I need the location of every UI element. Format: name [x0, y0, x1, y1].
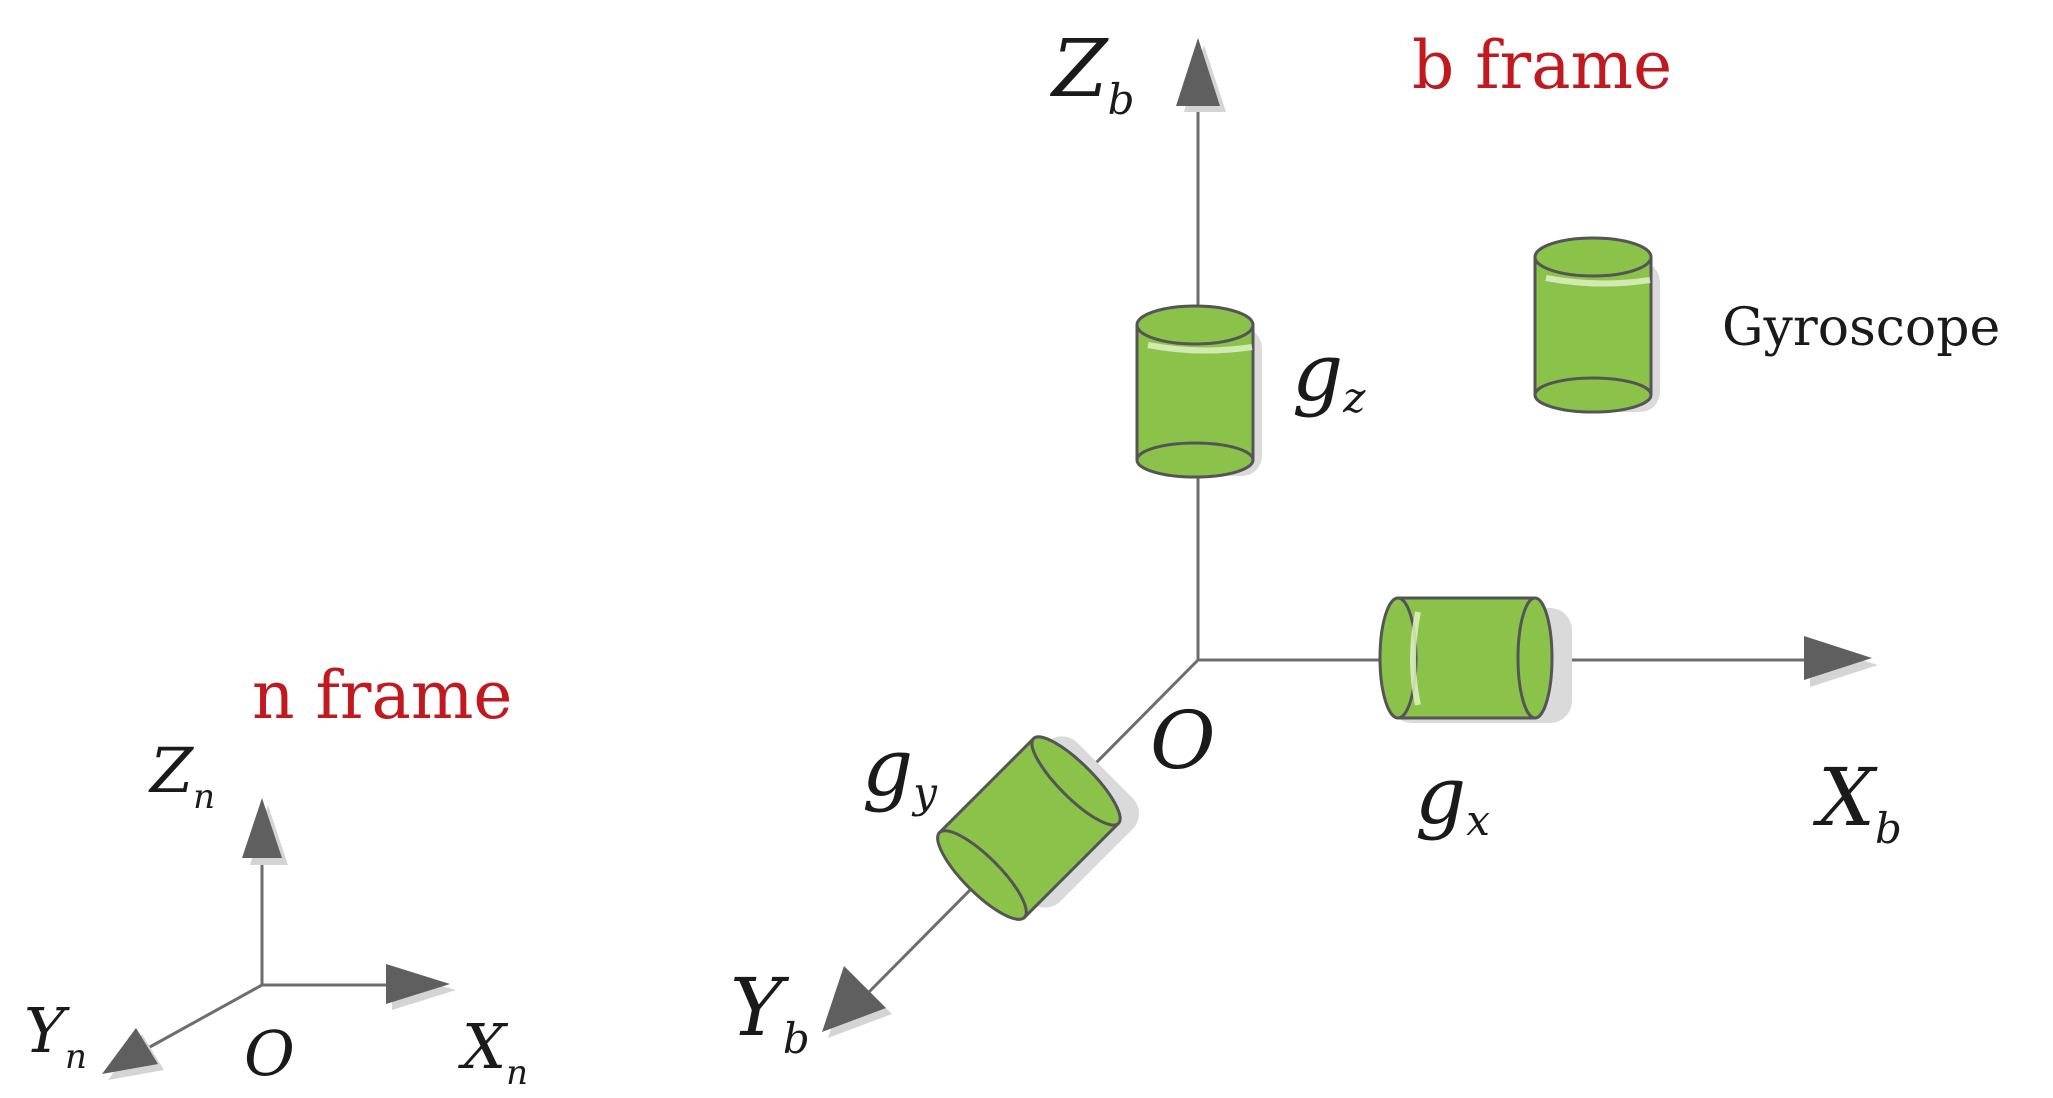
gz-highlight — [1147, 342, 1253, 354]
gx-body — [1396, 596, 1554, 720]
legend-top-cap — [1533, 236, 1653, 278]
gx-label: gx — [1415, 749, 1490, 845]
b-z-sub: b — [1108, 75, 1135, 124]
n-origin-label: O — [244, 1017, 295, 1090]
b-z-letter: Z — [1049, 22, 1109, 115]
b-z-arrow-head — [1176, 38, 1220, 106]
gx-right-edge — [1516, 596, 1536, 720]
b-frame-title: b frame — [1412, 27, 1672, 104]
gx-sub: x — [1466, 796, 1490, 845]
n-y-sub: n — [65, 1037, 87, 1077]
n-z-label: Zn — [148, 734, 215, 817]
b-origin-label: O — [1150, 694, 1216, 787]
n-z-sub: n — [193, 777, 215, 817]
gyroscope-gz — [1135, 304, 1262, 479]
gy-sub: y — [911, 768, 938, 817]
n-x-label: Xn — [458, 1010, 528, 1093]
b-y-letter: Y — [730, 961, 790, 1054]
n-x-letter: X — [458, 1010, 509, 1083]
legend-highlight — [1545, 275, 1651, 287]
gx-highlight — [1410, 611, 1421, 706]
n-frame-axes — [102, 798, 456, 1080]
gyroscope-gy — [936, 735, 1140, 921]
n-x-sub: n — [506, 1053, 528, 1093]
b-x-letter: X — [1812, 751, 1878, 844]
gy-right-edge — [1030, 737, 1120, 827]
gyroscope-gx — [1378, 596, 1572, 723]
legend-bottom-edge — [1533, 376, 1653, 396]
n-x-arrow-head — [386, 964, 450, 1004]
legend-label: Gyroscope — [1722, 298, 2000, 358]
b-y-arrow-head — [822, 966, 886, 1032]
gz-body — [1135, 323, 1255, 479]
n-y-axis — [147, 983, 263, 1050]
gy-label: gy — [862, 721, 938, 817]
gz-bottom-edge — [1135, 441, 1255, 461]
gy-letter: g — [862, 721, 913, 814]
n-y-arrow-head — [102, 1028, 158, 1074]
gz-top-cap — [1135, 304, 1255, 346]
gz-letter: g — [1292, 326, 1343, 419]
n-z-arrow-head — [242, 798, 282, 858]
n-y-label: Yn — [24, 994, 87, 1077]
legend-gyroscope — [1533, 236, 1660, 414]
n-z-letter: Z — [148, 734, 194, 807]
b-y-sub: b — [783, 1014, 810, 1063]
b-y-label: Yb — [730, 961, 810, 1063]
n-y-letter: Y — [24, 994, 70, 1067]
b-x-sub: b — [1875, 804, 1902, 853]
gy-left-cap — [936, 829, 1028, 921]
b-z-label: Zb — [1049, 22, 1134, 124]
gx-letter: g — [1415, 749, 1466, 842]
gz-sub: z — [1342, 373, 1366, 422]
n-frame-title: n frame — [252, 657, 512, 734]
b-x-label: Xb — [1812, 751, 1902, 853]
b-x-arrow-head — [1804, 636, 1872, 680]
legend-body — [1533, 255, 1653, 414]
gz-label: gz — [1292, 326, 1366, 422]
